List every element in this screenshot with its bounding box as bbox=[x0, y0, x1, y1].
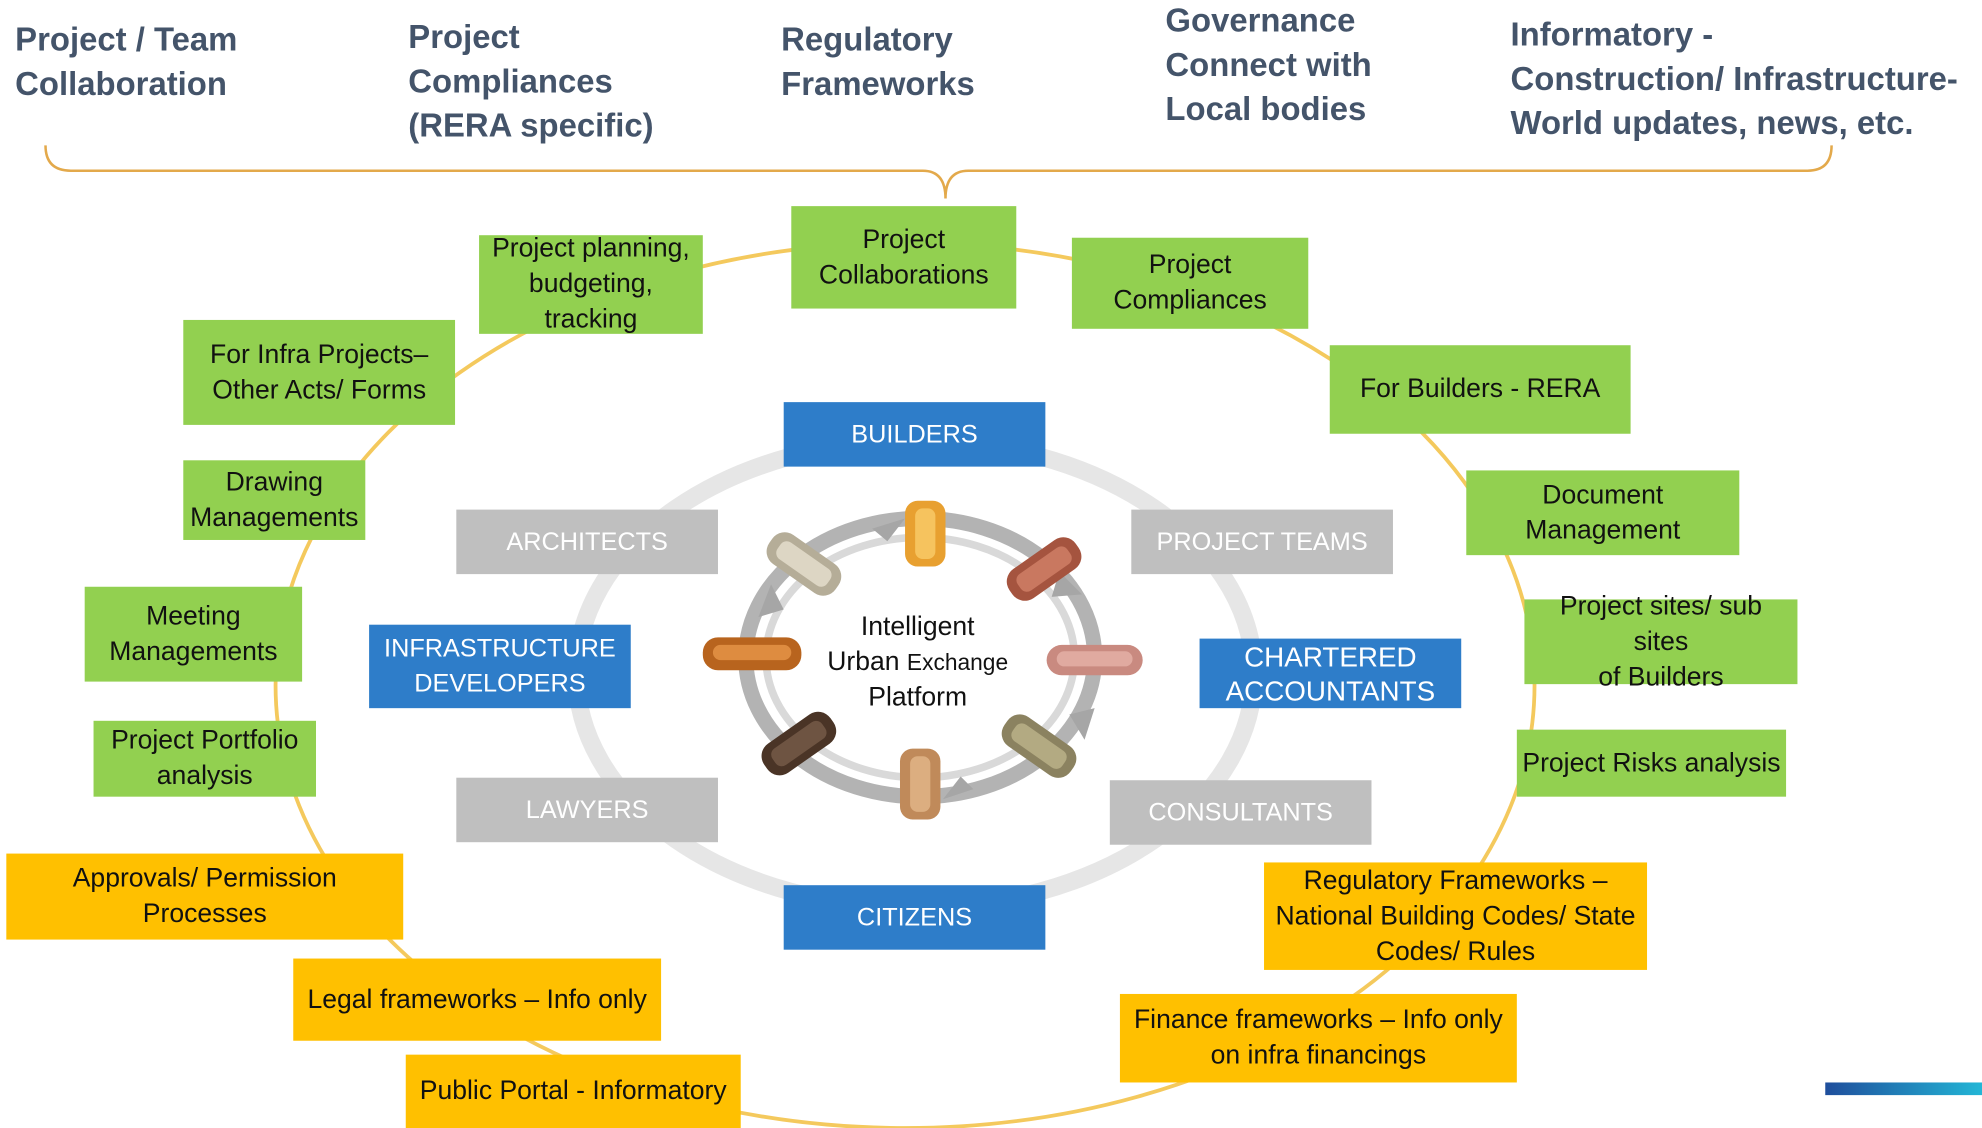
ring-dark bbox=[761, 711, 837, 776]
cycle-arrow bbox=[758, 584, 784, 618]
stakeholder-architects: ARCHITECTS bbox=[456, 509, 718, 575]
header-project-compliances: Project Compliances (RERA specific) bbox=[408, 17, 654, 145]
box-project-planning: Project planning,budgeting,tracking bbox=[479, 234, 703, 334]
box-project-risks: Project Risks analysis bbox=[1516, 729, 1787, 797]
stakeholder-project-teams: PROJECT TEAMS bbox=[1131, 509, 1393, 575]
ring-brown bbox=[702, 637, 802, 671]
ring-red bbox=[1006, 537, 1082, 601]
header-informatory: Informatory - Construction/ Infrastructu… bbox=[1510, 15, 1958, 142]
cycle-arrow bbox=[872, 518, 906, 542]
stakeholder-consultants: CONSULTANTS bbox=[1109, 780, 1372, 845]
stakeholder-lawyers: LAWYERS bbox=[456, 777, 718, 843]
box-for-builders-rera: For Builders - RERA bbox=[1329, 345, 1631, 434]
header-brace bbox=[44, 145, 1833, 199]
center-platform-label: Intelligent Urban Exchange Platform bbox=[827, 612, 1009, 712]
header-project-team-collaboration: Project / Team Collaboration bbox=[15, 20, 238, 103]
ring-khaki bbox=[1001, 714, 1077, 778]
box-regulatory-frameworks: Regulatory Frameworks –National Building… bbox=[1264, 862, 1648, 970]
ring-pink bbox=[1046, 644, 1143, 676]
box-infra-projects: For Infra Projects–Other Acts/ Forms bbox=[183, 319, 456, 425]
cycle-arrow bbox=[942, 776, 974, 800]
ring-beige bbox=[766, 532, 842, 596]
stakeholder-citizens: CITIZENS bbox=[783, 885, 1046, 950]
cycle-arrow bbox=[1069, 708, 1095, 740]
header-governance: Governance Connect with Local bodies bbox=[1165, 1, 1372, 128]
corner-accent-bar bbox=[1825, 1082, 1982, 1096]
ring-orange bbox=[905, 500, 946, 567]
box-approvals: Approvals/ Permission Processes bbox=[6, 853, 404, 940]
box-legal-frameworks: Legal frameworks – Info only bbox=[293, 958, 662, 1041]
ring-tan bbox=[899, 748, 941, 820]
stakeholder-builders: BUILDERS bbox=[783, 402, 1046, 467]
box-public-portal: Public Portal - Informatory bbox=[405, 1054, 741, 1128]
header-regulatory-frameworks: Regulatory Frameworks bbox=[781, 20, 975, 103]
